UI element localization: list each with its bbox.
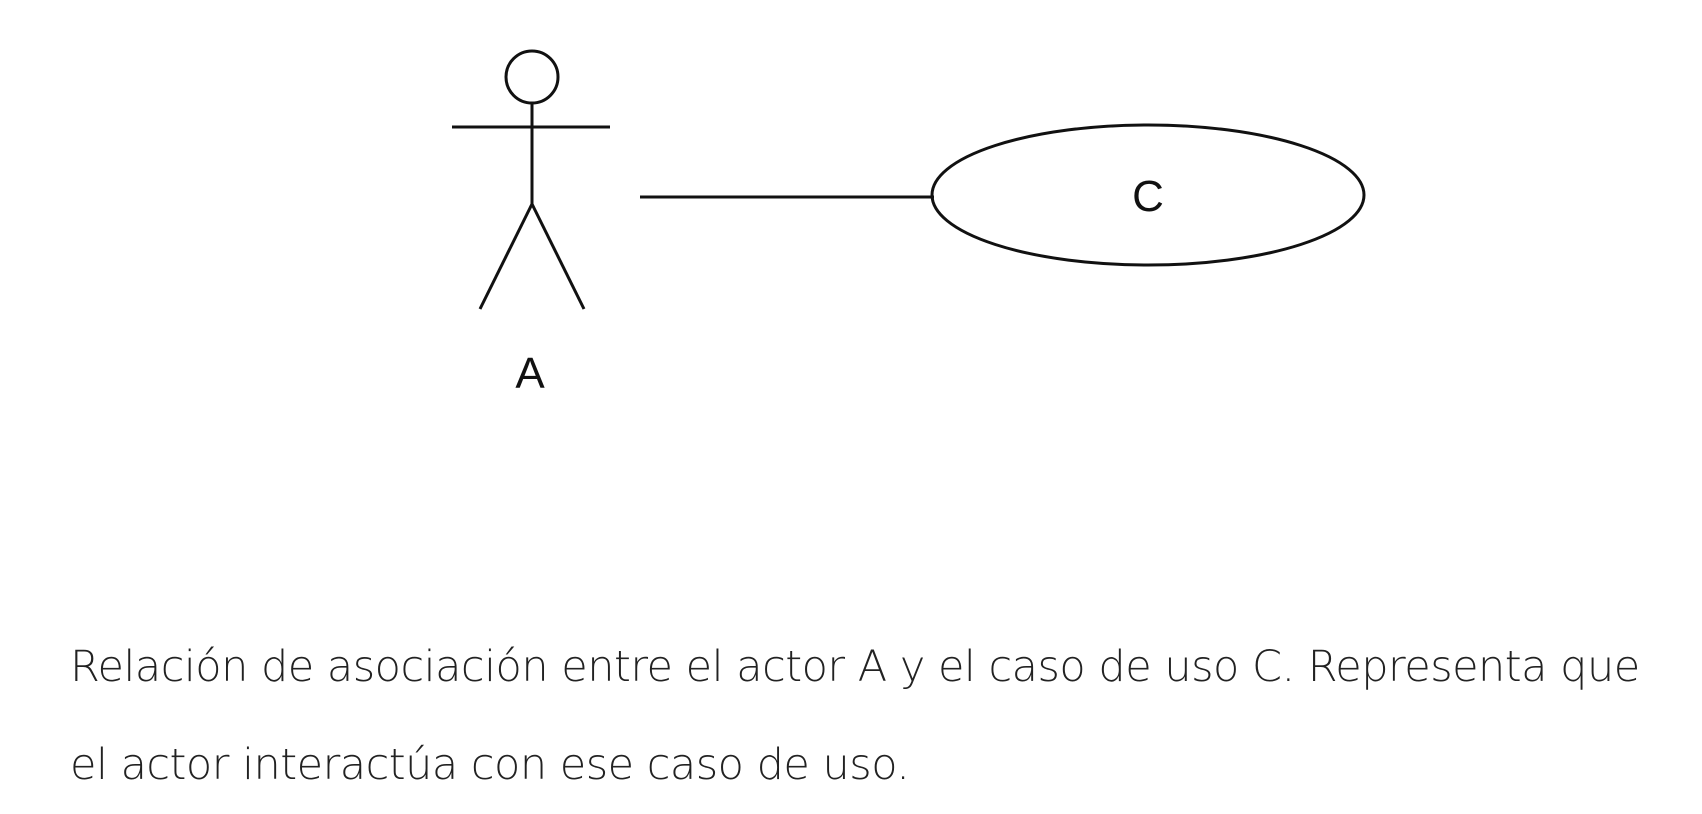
use-case-ellipse: [930, 123, 1366, 267]
actor-left-leg: [478, 203, 534, 310]
diagram-caption: Relación de asociación entre el actor A …: [70, 642, 1640, 790]
actor-right-leg: [530, 203, 586, 310]
actor-figure: [452, 49, 610, 310]
use-case-diagram: A C: [452, 49, 1366, 398]
actor-head: [504, 49, 560, 105]
actor-label: A: [515, 349, 545, 398]
use-case-label: C: [1132, 172, 1164, 221]
